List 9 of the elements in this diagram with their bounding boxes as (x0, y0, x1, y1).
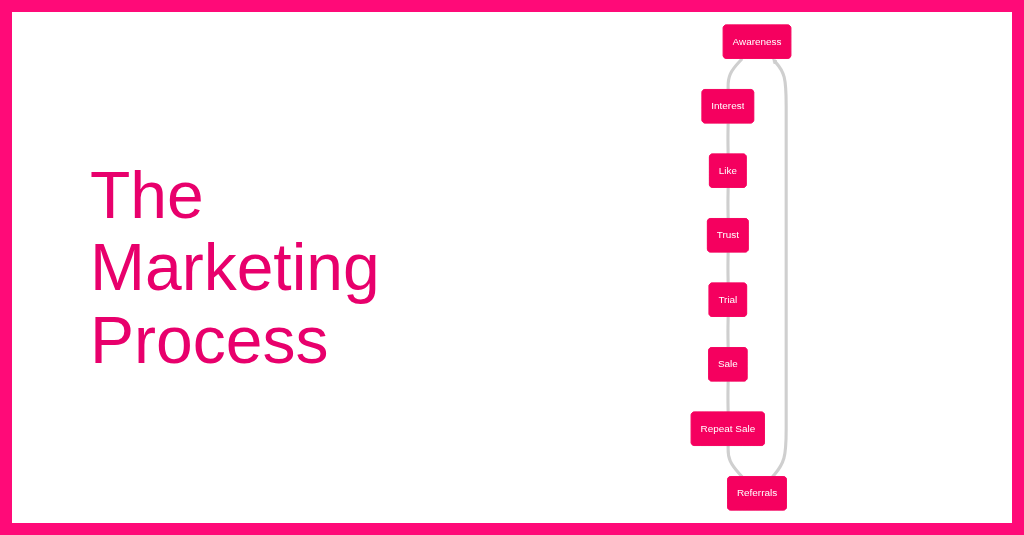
connector (726, 187, 730, 219)
connector (726, 123, 730, 155)
arrow (771, 58, 788, 478)
connector (726, 316, 730, 348)
connector (726, 381, 730, 413)
connector (726, 252, 730, 284)
title: The Marketing Process (90, 158, 381, 377)
connector (726, 445, 744, 478)
connector (726, 57, 744, 90)
